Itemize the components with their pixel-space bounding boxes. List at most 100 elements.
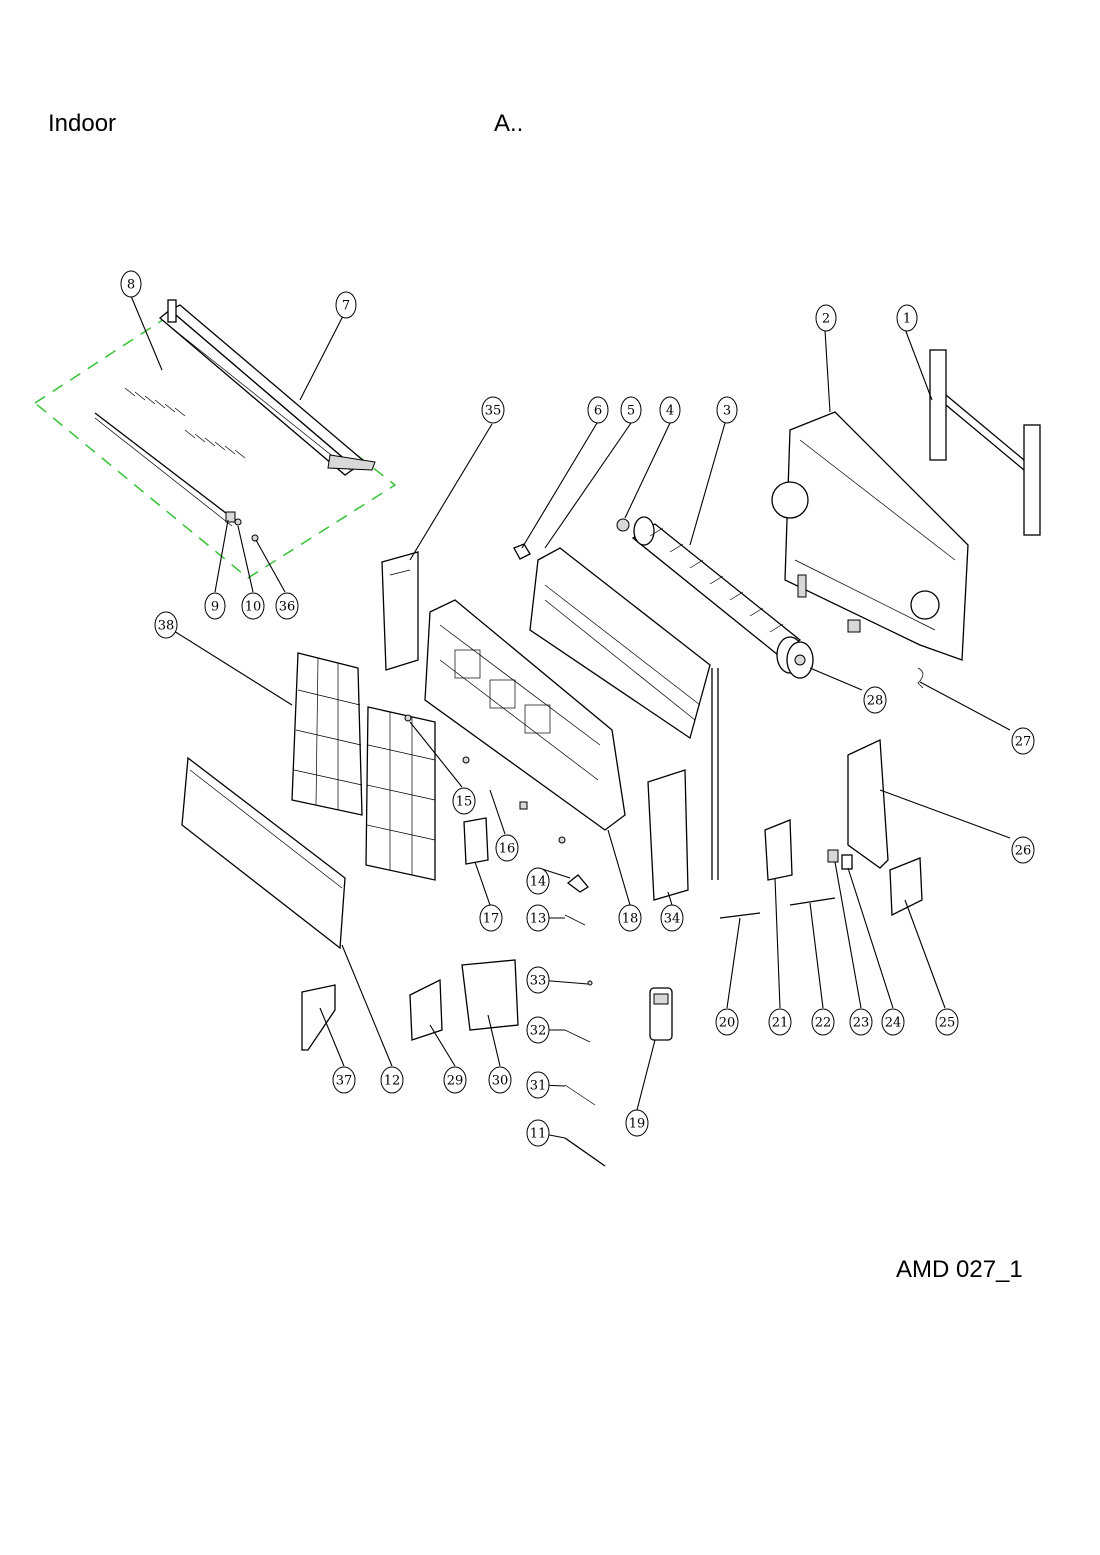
part-25-cover: [889, 857, 923, 917]
part-19-remote-control: [649, 987, 673, 1041]
callout-13: 13: [526, 904, 550, 932]
part-29-cover: [409, 978, 443, 1041]
callout-8: 8: [120, 270, 142, 298]
svg-text:5: 5: [627, 404, 635, 419]
svg-text:17: 17: [483, 912, 500, 927]
callout-12: 12: [380, 1066, 404, 1094]
part-2-chassis: [771, 411, 969, 661]
part-1-mounting-plate: [929, 349, 1041, 536]
callout-22: 22: [811, 1008, 835, 1036]
svg-text:29: 29: [447, 1074, 464, 1089]
callout-6: 6: [587, 396, 609, 424]
svg-text:14: 14: [530, 875, 547, 890]
callout-9: 9: [204, 592, 226, 620]
svg-text:19: 19: [629, 1117, 646, 1132]
part-12-front-panel: [181, 756, 346, 950]
svg-text:25: 25: [939, 1016, 956, 1031]
part-7-swing-assembly: [94, 299, 376, 542]
callout-36: 36: [275, 592, 299, 620]
svg-text:1: 1: [903, 312, 911, 327]
svg-text:30: 30: [492, 1074, 509, 1089]
part-3-crossflow-fan: [631, 516, 802, 656]
svg-text:26: 26: [1015, 844, 1032, 859]
callout-15: 15: [452, 787, 476, 815]
callout-26: 26: [1011, 836, 1035, 864]
part-31-part: [564, 1084, 596, 1106]
part-32-part: [564, 1029, 591, 1043]
part-16-screw-b: [558, 836, 566, 844]
svg-text:12: 12: [384, 1074, 401, 1089]
callout-37: 37: [332, 1066, 356, 1094]
part-35-side-cover: [381, 551, 419, 671]
callout-2: 2: [815, 304, 837, 332]
svg-text:20: 20: [719, 1016, 736, 1031]
part-16-part: [519, 801, 528, 810]
part-5-evaporator: [529, 547, 719, 880]
callout-4: 4: [659, 396, 681, 424]
part-28-motor: [776, 636, 814, 679]
svg-text:27: 27: [1015, 735, 1032, 750]
callout-33: 33: [526, 966, 550, 994]
svg-text:33: 33: [530, 974, 547, 989]
callout-25: 25: [935, 1008, 959, 1036]
part-16-screw: [462, 756, 470, 764]
dashed-assembly-outline: [33, 311, 397, 579]
svg-text:11: 11: [530, 1127, 547, 1142]
part-21-box: [764, 819, 793, 881]
callout-19: 19: [625, 1109, 649, 1137]
part-6-clip: [513, 543, 531, 560]
part-13-part: [564, 914, 586, 926]
svg-text:35: 35: [485, 404, 502, 419]
callout-21: 21: [768, 1008, 792, 1036]
part-11-part: [564, 1137, 606, 1167]
callout-31: 31: [526, 1071, 550, 1099]
svg-text:24: 24: [885, 1016, 902, 1031]
svg-text:16: 16: [499, 842, 516, 857]
svg-text:4: 4: [666, 404, 674, 419]
svg-text:37: 37: [336, 1074, 353, 1089]
part-30-cover: [461, 959, 519, 1031]
part-34-flap: [647, 769, 689, 901]
callout-23: 23: [849, 1008, 873, 1036]
callout-11: 11: [526, 1119, 550, 1147]
part-15-screw: [404, 714, 412, 722]
svg-text:23: 23: [853, 1016, 870, 1031]
svg-text:32: 32: [530, 1024, 547, 1039]
callout-30: 30: [488, 1066, 512, 1094]
callout-28: 28: [863, 686, 887, 714]
callout-29: 29: [443, 1066, 467, 1094]
svg-text:3: 3: [723, 404, 731, 419]
part-4-bearing: [616, 518, 630, 532]
svg-text:34: 34: [664, 912, 681, 927]
svg-text:15: 15: [456, 795, 473, 810]
part-37-cover: [301, 984, 336, 1051]
callout-32: 32: [526, 1016, 550, 1044]
svg-text:22: 22: [815, 1016, 832, 1031]
callout-24: 24: [881, 1008, 905, 1036]
callout-1: 1: [896, 304, 918, 332]
callout-20: 20: [715, 1008, 739, 1036]
callout-35: 35: [481, 396, 505, 424]
svg-text:7: 7: [342, 299, 350, 314]
part-20-cable: [719, 912, 761, 919]
callout-17: 17: [479, 904, 503, 932]
svg-text:31: 31: [530, 1079, 547, 1094]
part-23-part: [827, 849, 839, 863]
part-17-bracket: [463, 817, 489, 865]
callout-27: 27: [1011, 727, 1035, 755]
part-33-part: [587, 980, 593, 986]
svg-text:2: 2: [822, 312, 830, 327]
callout-7: 7: [335, 291, 357, 319]
part-24-part: [841, 854, 853, 870]
part-27-clip: [917, 667, 924, 689]
document-code: AMD 027_1: [896, 1256, 1023, 1283]
callout-5: 5: [620, 396, 642, 424]
callout-3: 3: [716, 396, 738, 424]
callout-34: 34: [660, 904, 684, 932]
diagram-model-label: A..: [494, 110, 524, 137]
svg-text:6: 6: [594, 404, 602, 419]
svg-text:28: 28: [867, 694, 884, 709]
svg-text:38: 38: [158, 619, 175, 634]
svg-text:21: 21: [772, 1016, 789, 1031]
